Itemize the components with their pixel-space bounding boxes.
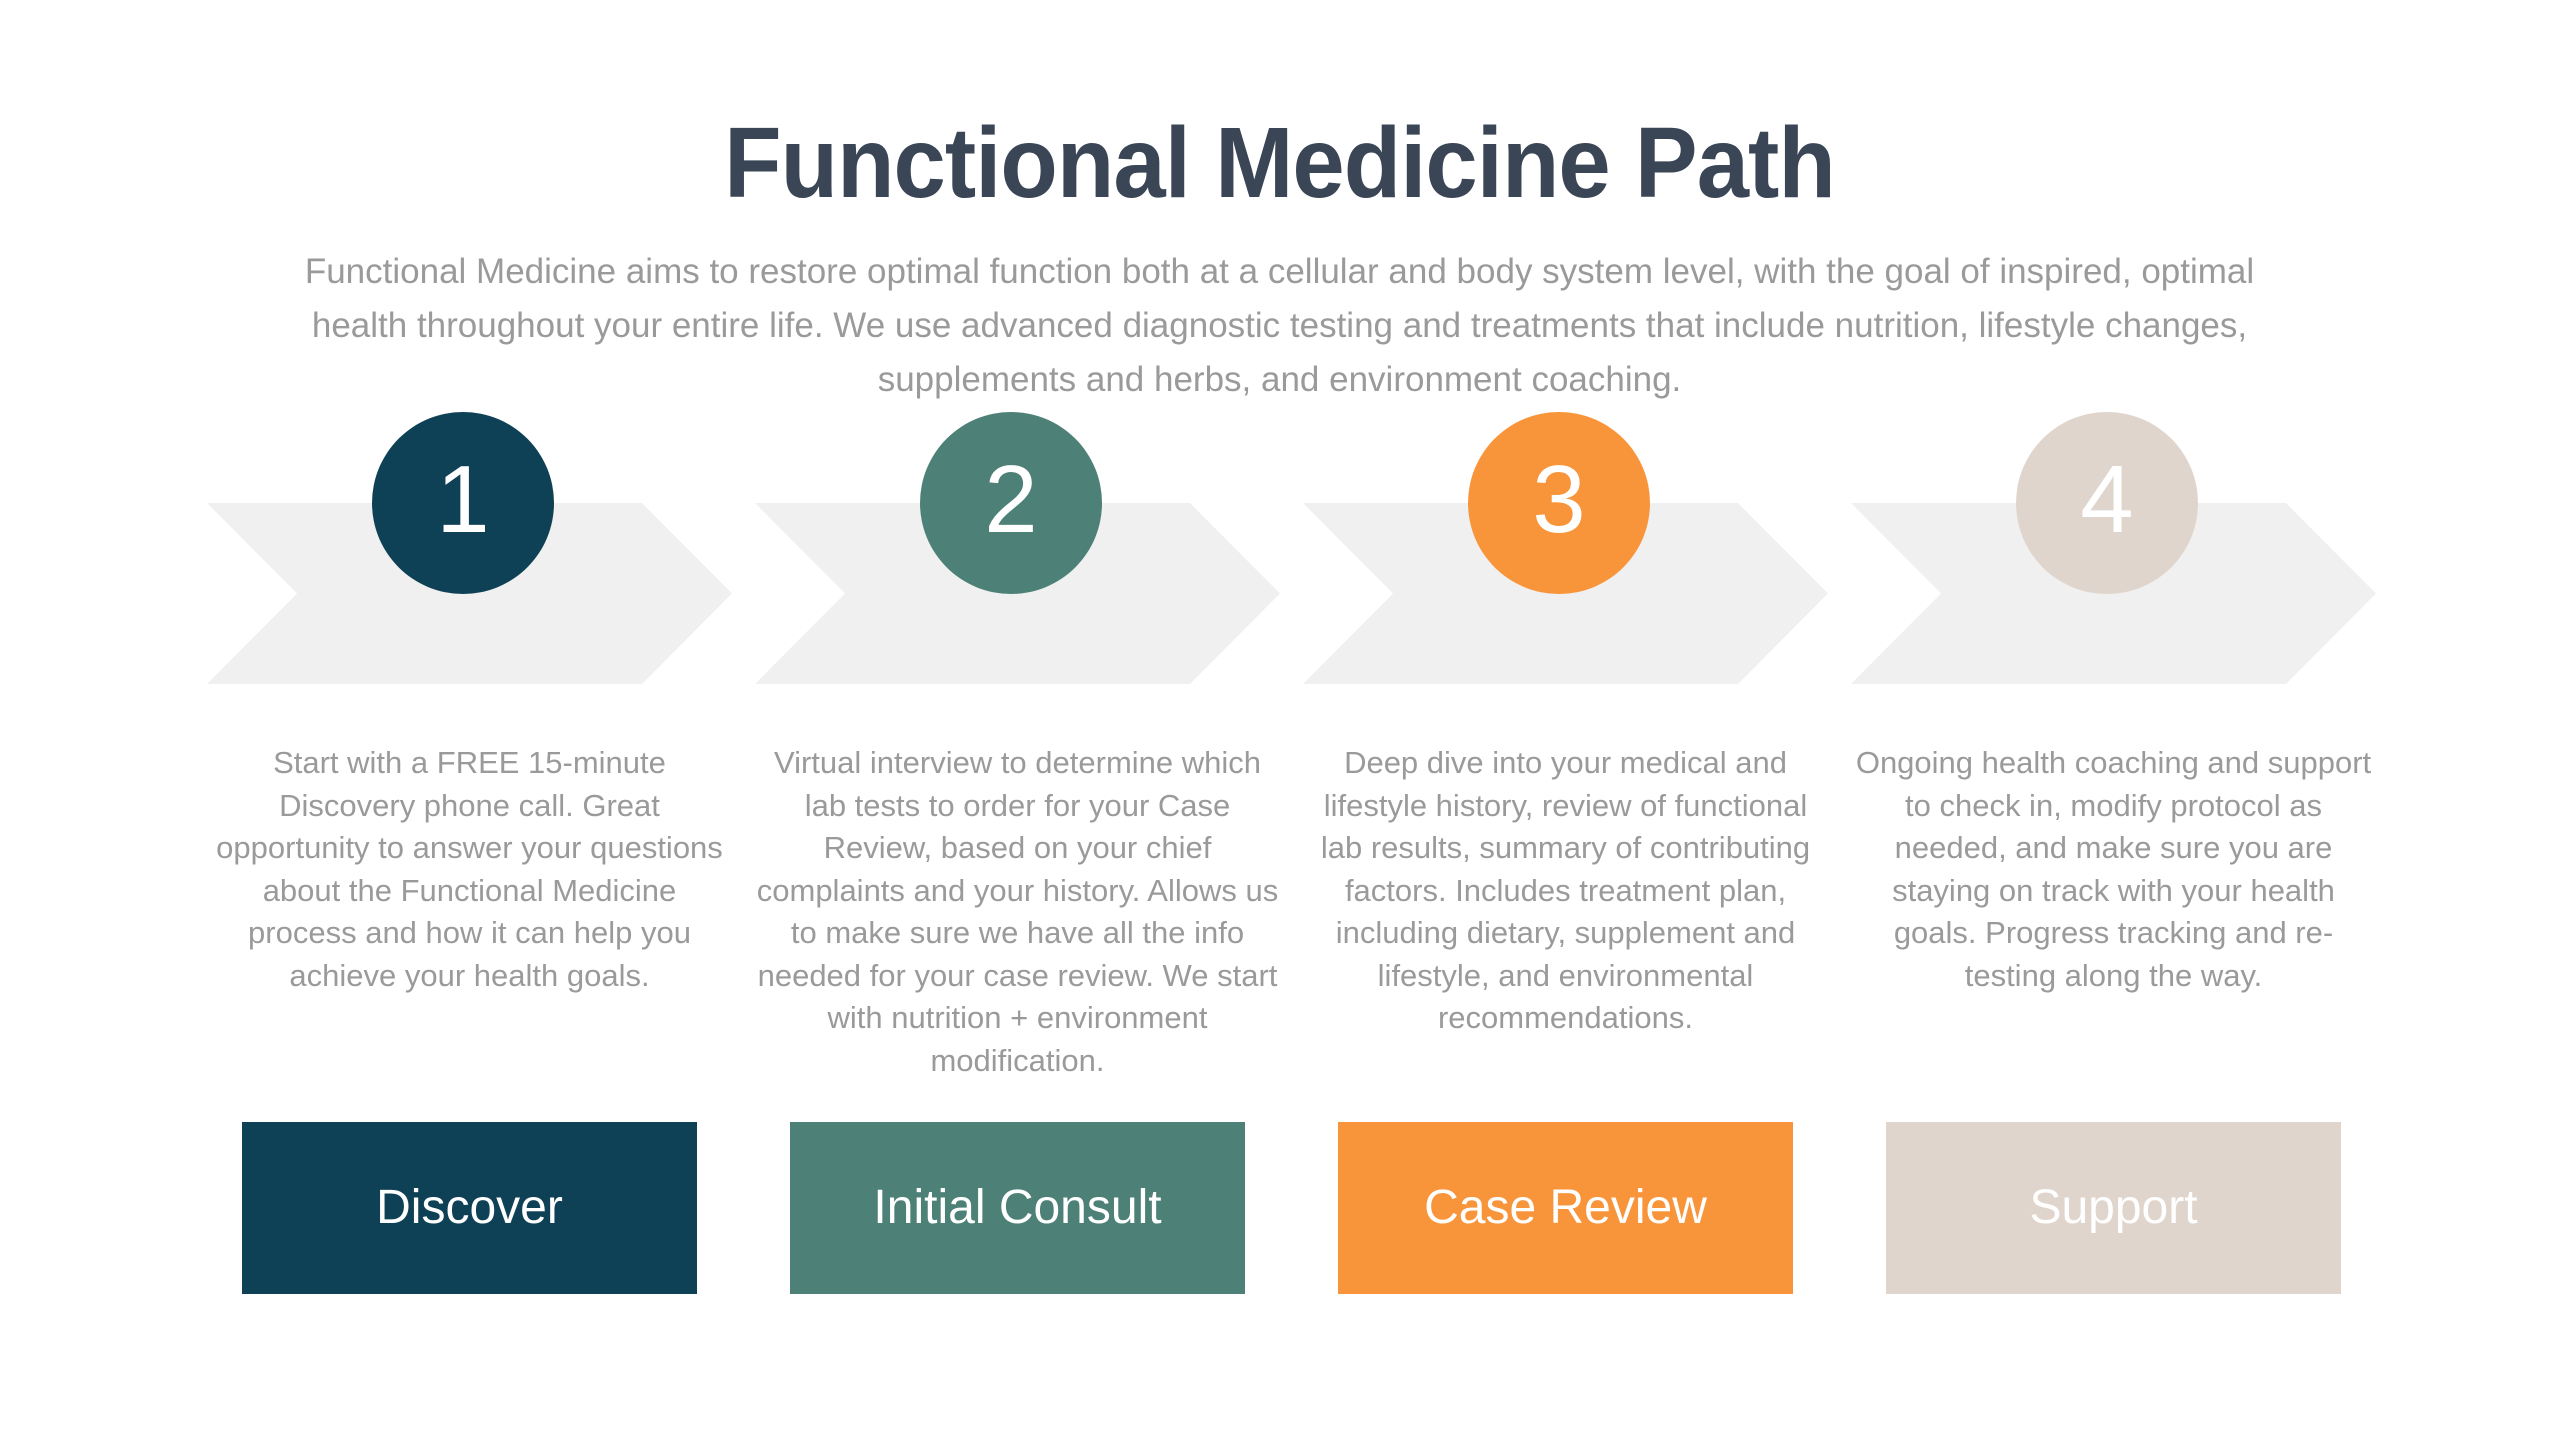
- step-description-3: Deep dive into your medical and lifestyl…: [1320, 745, 1811, 1035]
- process-step-1: 1 Start with a FREE 15-minute Discovery …: [207, 0, 757, 1440]
- step-label-discover[interactable]: Discover: [242, 1122, 697, 1294]
- step-number-circle-2: 2: [920, 412, 1102, 594]
- step-number-circle-4: 4: [2016, 412, 2198, 594]
- process-step-2: 2 Virtual interview to determine which l…: [755, 0, 1305, 1440]
- step-description-2: Virtual interview to determine which lab…: [756, 745, 1279, 1078]
- page-title: Functional Medicine Path: [724, 107, 1836, 219]
- step-description-1: Start with a FREE 15-minute Discovery ph…: [216, 745, 723, 993]
- step-label-initial-consult[interactable]: Initial Consult: [790, 1122, 1245, 1294]
- step-number-circle-1: 1: [372, 412, 554, 594]
- process-step-4: 4 Ongoing health coaching and support to…: [1851, 0, 2401, 1440]
- page-subtitle: Functional Medicine aims to restore opti…: [304, 252, 2255, 399]
- step-description-4: Ongoing health coaching and support to c…: [1855, 745, 2372, 993]
- step-label-support[interactable]: Support: [1886, 1122, 2341, 1294]
- step-number-circle-3: 3: [1468, 412, 1650, 594]
- process-step-3: 3 Deep dive into your medical and lifest…: [1303, 0, 1853, 1440]
- step-label-case-review[interactable]: Case Review: [1338, 1122, 1793, 1294]
